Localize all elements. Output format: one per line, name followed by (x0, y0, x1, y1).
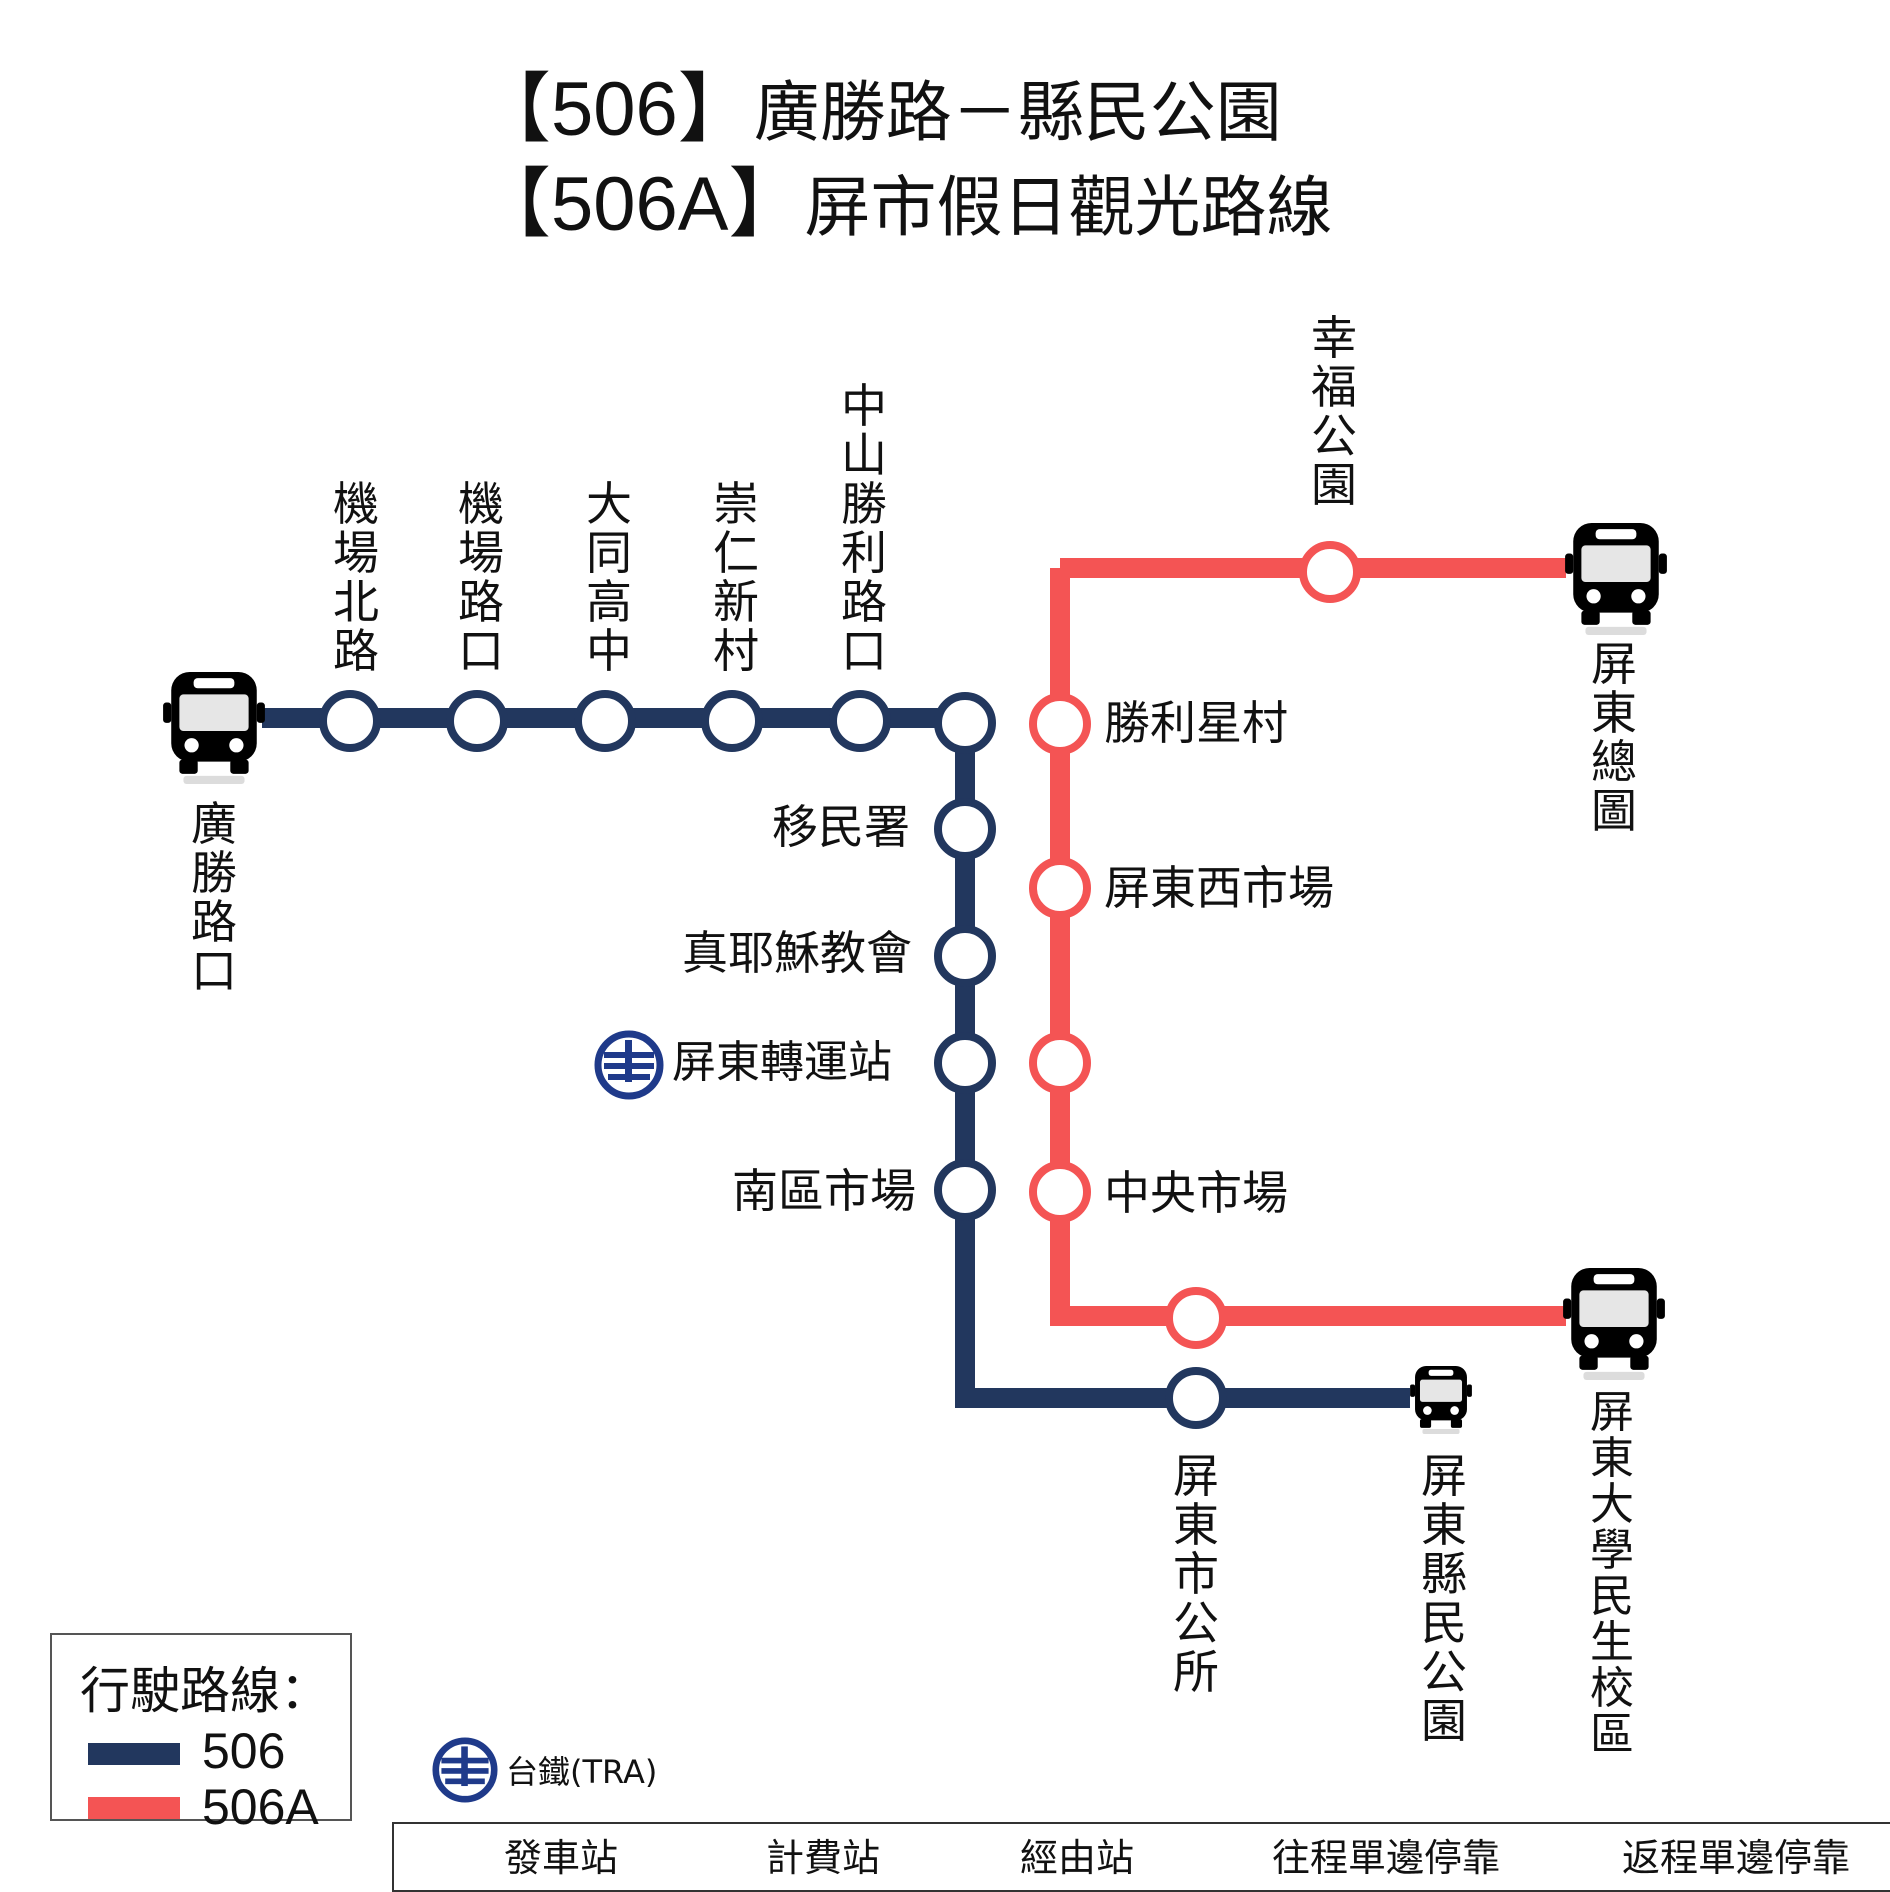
stop-label-victory-village: 勝利星村 (1104, 696, 1288, 750)
key-label-via: 經由站 (1020, 1836, 1135, 1880)
terminal-university-label: 屏東大學民生校區 (1590, 1387, 1634, 1760)
stop-label-airport-north: 機場北路 (333, 477, 379, 678)
bus-icon (163, 672, 265, 784)
stop-circle-city-office (1165, 1367, 1227, 1429)
stop-circle-happiness-park (1299, 541, 1361, 603)
stop-circle-datong (574, 690, 636, 752)
stop-circle-transit-station (934, 1032, 996, 1094)
stop-label-happiness-park: 幸福公園 (1311, 311, 1357, 512)
route-name-506A: 屏市假日觀光路線 (804, 169, 1333, 246)
stop-circle-victory-village (1029, 693, 1091, 755)
key-label-fare: 計費站 (766, 1836, 881, 1880)
stop-circle-506A-bottom (1165, 1287, 1227, 1349)
legend-line-506 (88, 1743, 180, 1765)
stop-circle-west-market (1029, 857, 1091, 919)
stop-label-city-office: 屏東市公所 (1173, 1449, 1219, 1699)
legend-label-506A: 506A (202, 1779, 319, 1835)
tra-logo-icon (436, 1741, 494, 1799)
stop-label-airport-junction: 機場路口 (458, 477, 504, 678)
stop-label-datong: 大同高中 (586, 477, 632, 678)
stop-label-central-market: 中央市場 (1104, 1166, 1288, 1220)
tra-logo-icon (598, 1034, 660, 1096)
stop-label-transit-station: 屏東轉運站 (672, 1037, 892, 1088)
stop-circle-immigration (934, 798, 996, 860)
legend: 行駛路線： 506 506A (50, 1633, 352, 1835)
stop-circle-airport-junction (446, 690, 508, 752)
bus-icon (1563, 1268, 1665, 1380)
stop-label-zhongshan: 中山勝利路口 (841, 379, 887, 678)
stop-circle-chongren (701, 690, 763, 752)
tra-note-label: 台鐵(TRA) (506, 1753, 658, 1791)
stop-label-chongren: 崇仁新村 (713, 477, 759, 678)
title-line-506: 【506】廣勝路－縣民公園 (475, 70, 1282, 153)
terminal-county-park-label: 屏東縣民公園 (1421, 1449, 1467, 1748)
key-label-return: 返程單邊停靠 (1622, 1836, 1851, 1880)
terminal-library-label: 屏東總圖 (1591, 637, 1637, 838)
stop-label-west-market: 屏東西市場 (1104, 861, 1334, 915)
stop-label-south-market: 南區市場 (732, 1164, 916, 1218)
route-number-506A: 【506A】 (475, 162, 805, 247)
legend-title: 行駛路線： (80, 1662, 330, 1720)
legend-label-506: 506 (202, 1723, 286, 1779)
key-label-terminal: 發車站 (504, 1836, 619, 1880)
key-label-outbound: 往程單邊停靠 (1272, 1836, 1501, 1880)
stop-circle-transit-506A (1029, 1032, 1091, 1094)
symbol-key-bar: 發車站 計費站 經由站 往程單邊停靠 返程單邊停靠 (392, 1822, 1890, 1892)
bus-icon (1410, 1366, 1472, 1434)
bus-icon (1565, 523, 1667, 635)
route-name-506: 廣勝路－縣民公園 (753, 74, 1282, 151)
stop-circle-church (934, 925, 996, 987)
route-number-506: 【506】 (475, 67, 754, 152)
stop-circle-corner (934, 692, 996, 754)
legend-line-506A (88, 1797, 180, 1819)
stop-label-immigration: 移民署 (772, 800, 910, 854)
title-line-506A: 【506A】屏市假日觀光路線 (475, 165, 1333, 248)
stop-circle-south-market (934, 1159, 996, 1221)
stop-circle-central-market (1029, 1161, 1091, 1223)
stop-label-church: 真耶穌教會 (682, 926, 912, 980)
stop-circle-airport-north (319, 690, 381, 752)
terminal-guangsheng-label: 廣勝路口 (191, 797, 237, 998)
stop-circle-zhongshan (829, 690, 891, 752)
